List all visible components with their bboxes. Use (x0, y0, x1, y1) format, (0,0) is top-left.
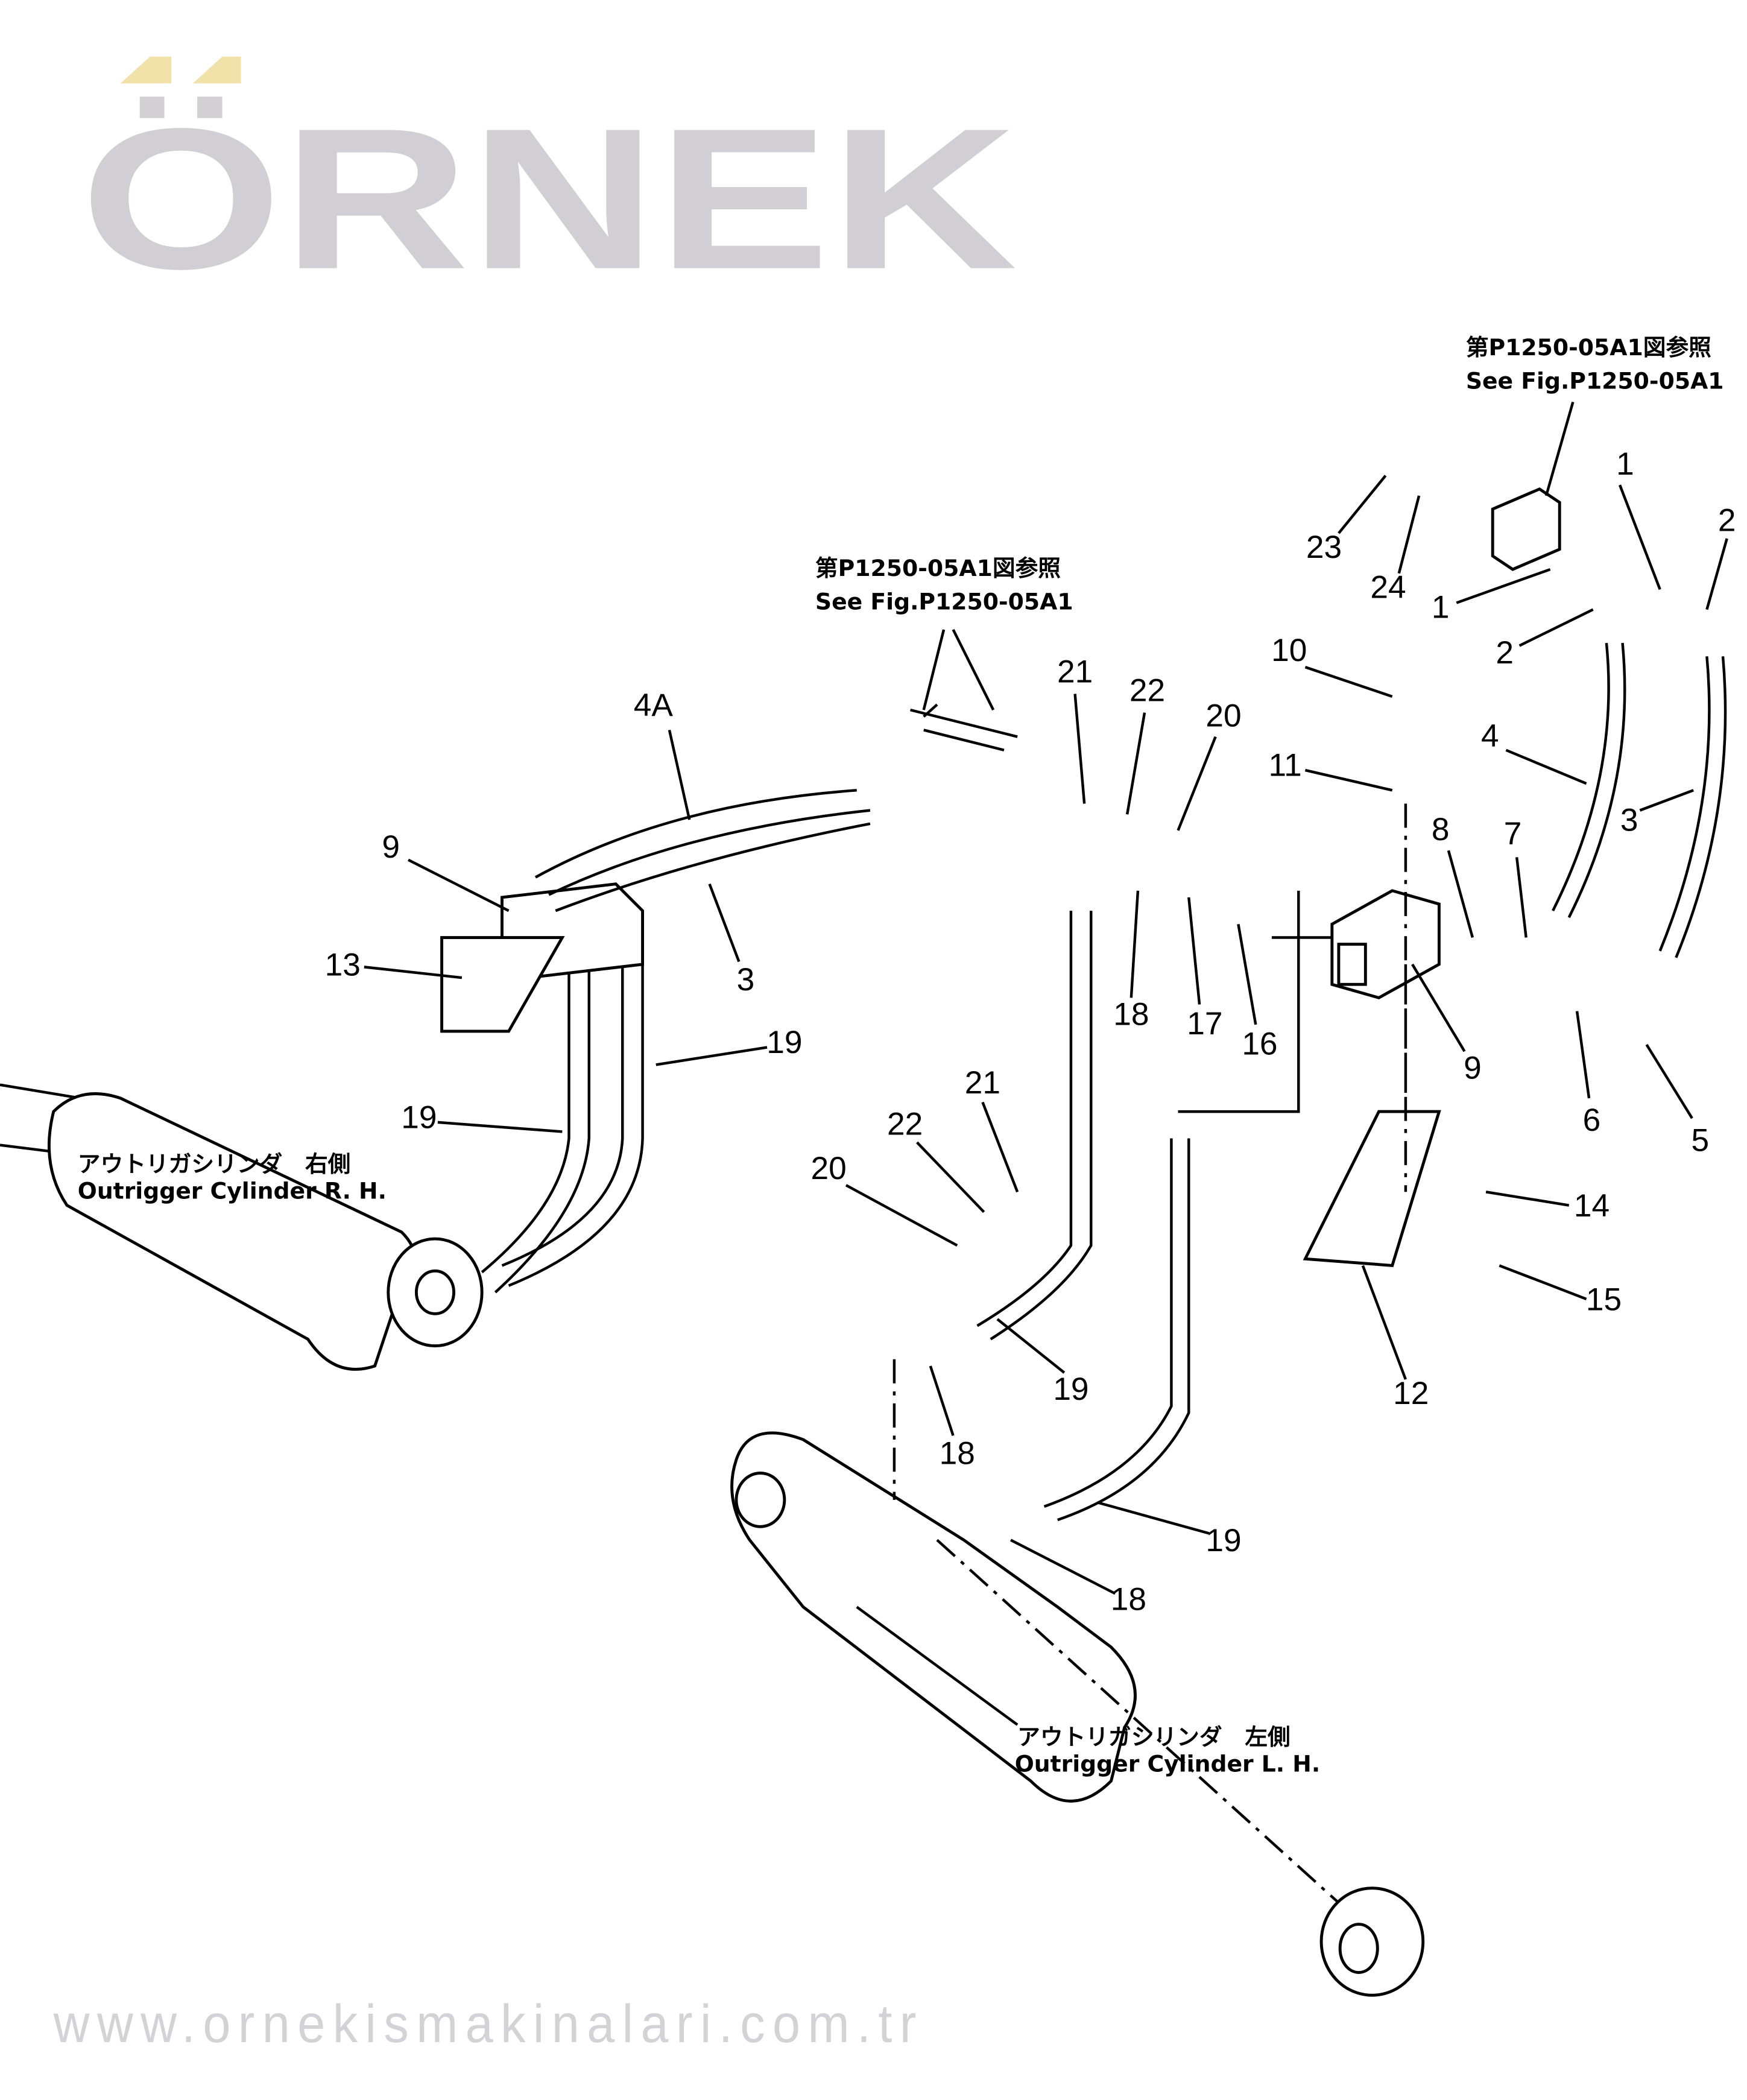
callout: 2 (1718, 502, 1736, 538)
watermark-accent-icon (120, 56, 172, 84)
reference-jp: 第P1250-05A1図参照 (1466, 334, 1711, 361)
callout: 21 (1057, 654, 1093, 689)
callout: 19 (401, 1100, 437, 1136)
leader-lines (364, 401, 1728, 1726)
watermark-accent-icon (192, 56, 241, 84)
callout: 8 (1432, 812, 1450, 847)
cylinder-jp: アウトリガシリンダ 右側 (78, 1151, 351, 1177)
watermark-logo: ÖRNEK (80, 87, 1017, 311)
callout: 7 (1504, 816, 1522, 852)
callout: 12 (1393, 1376, 1429, 1411)
callout: 18 (1111, 1582, 1146, 1618)
callout: 19 (766, 1025, 802, 1060)
cylinder-jp: アウトリガシリンダ 左側 (1017, 1724, 1291, 1750)
callout: 20 (1205, 698, 1241, 734)
callout: 4A (634, 688, 674, 723)
callout: 17 (1187, 1006, 1222, 1042)
cylinder-label-lh: アウトリガシリンダ 左側 Outrigger Cylinder L. H. (1015, 1724, 1320, 1777)
callout: 19 (1205, 1523, 1241, 1558)
callout: 5 (1691, 1122, 1709, 1158)
callout: 23 (1306, 530, 1342, 565)
callout: 13 (325, 947, 361, 982)
callout: 9 (1464, 1050, 1482, 1086)
hydraulic-parts (0, 487, 1727, 1997)
callout: 4 (1481, 718, 1499, 754)
callout: 1 (1432, 590, 1450, 625)
watermark: ÖRNEK www.ornekismakinalari.com.tr (53, 56, 1017, 2054)
callout: 22 (887, 1107, 923, 1142)
callout: 14 (1574, 1188, 1610, 1224)
cylinder-label-rh: アウトリガシリンダ 右側 Outrigger Cylinder R. H. (78, 1151, 387, 1204)
cylinder-en: Outrigger Cylinder R. H. (78, 1177, 387, 1204)
callouts: 1 2 23 24 1 2 10 4 3 11 8 7 21 22 20 4A … (325, 446, 1736, 1617)
callout: 24 (1370, 569, 1406, 605)
callout: 9 (382, 829, 400, 865)
callout: 6 (1583, 1102, 1601, 1138)
callout: 3 (1620, 803, 1638, 838)
callout: 2 (1496, 635, 1514, 671)
callout: 11 (1268, 748, 1301, 783)
callout: 18 (1113, 997, 1149, 1033)
reference-note-top-right: 第P1250-05A1図参照 See Fig.P1250-05A1 (1466, 334, 1724, 394)
callout: 22 (1129, 672, 1165, 708)
callout: 20 (811, 1151, 847, 1186)
callout: 18 (940, 1436, 975, 1472)
reference-en: See Fig.P1250-05A1 (815, 589, 1073, 615)
callout: 3 (737, 962, 755, 998)
cylinder-en: Outrigger Cylinder L. H. (1015, 1751, 1320, 1777)
reference-jp: 第P1250-05A1図参照 (815, 555, 1061, 581)
callout: 19 (1053, 1371, 1088, 1407)
callout: 10 (1271, 633, 1307, 668)
callout: 21 (965, 1065, 1000, 1101)
callout: 1 (1616, 446, 1634, 482)
callout: 15 (1586, 1282, 1622, 1317)
reference-en: See Fig.P1250-05A1 (1466, 367, 1724, 394)
watermark-url: www.ornekismakinalari.com.tr (53, 1994, 924, 2054)
callout: 16 (1242, 1026, 1277, 1061)
reference-note-top-middle: 第P1250-05A1図参照 See Fig.P1250-05A1 (815, 555, 1073, 615)
